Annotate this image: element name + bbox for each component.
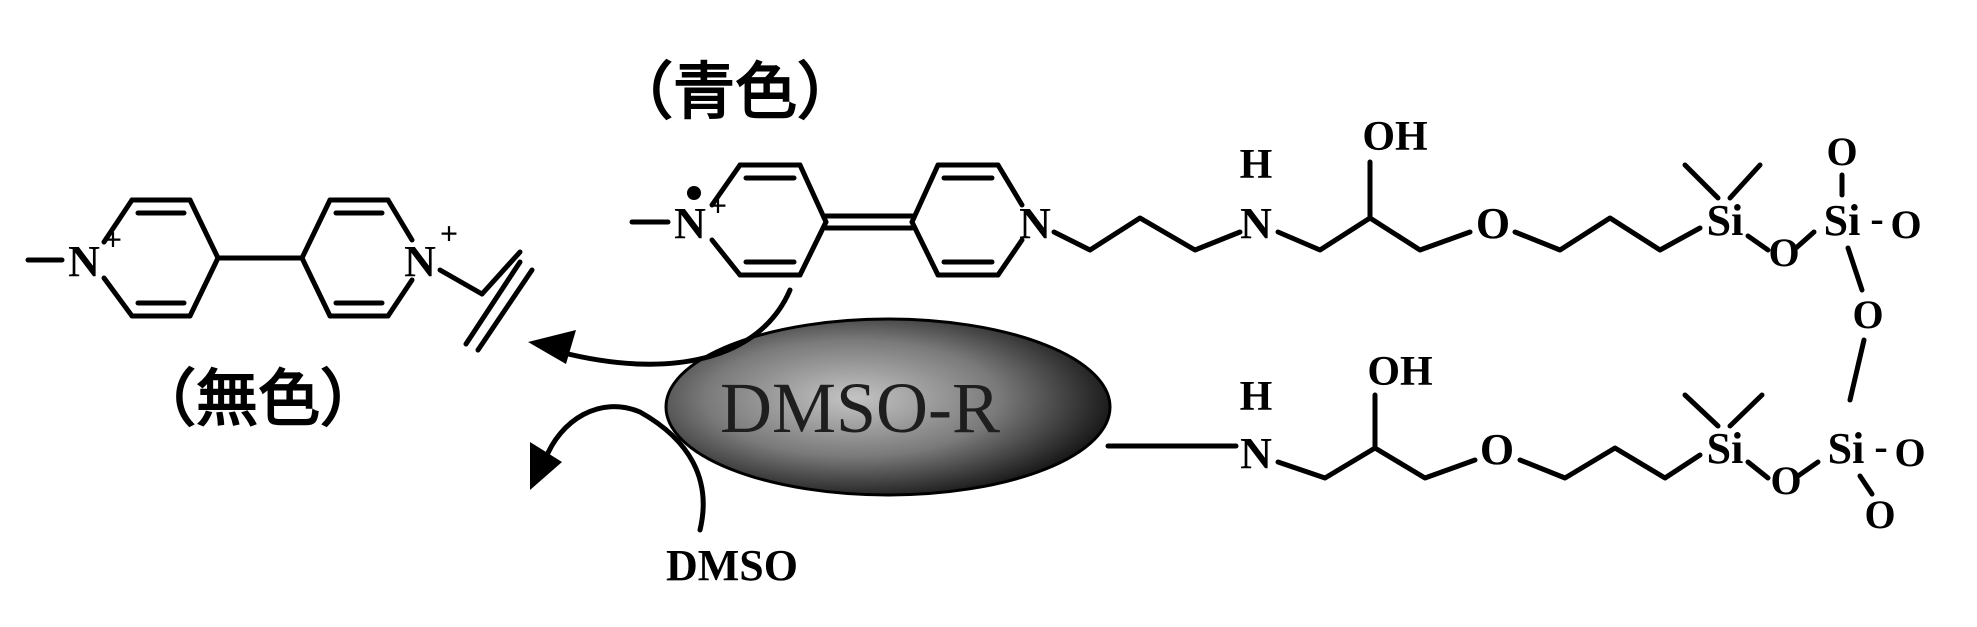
radical-dot	[687, 186, 701, 200]
atom-n-lower: N	[1240, 429, 1272, 478]
caption-colored: （青色）	[611, 55, 859, 128]
viologen-radical: N + N	[629, 162, 1051, 278]
atom-n-dication-right: N	[404, 237, 436, 286]
atom-oh-upper: OH	[1362, 114, 1427, 160]
arrowhead-lower	[530, 442, 562, 490]
atom-o-bridge-upper: O	[1768, 230, 1799, 275]
atom-plus-dication-left: +	[104, 221, 122, 257]
label-dmso: DMSO	[666, 541, 798, 590]
atom-o-ether-upper: O	[1476, 199, 1510, 248]
lower-linker: H N OH O Si O Si - O O	[1240, 349, 1926, 537]
upper-linker: H N OH O Si O Si - O O O	[1051, 114, 1922, 403]
reaction-arrows	[528, 287, 793, 533]
dash-lower: -	[1874, 424, 1887, 469]
atom-si-siloxane-upper: Si	[1824, 196, 1861, 245]
atom-n-radical: N	[674, 199, 706, 248]
atom-n-upper: N	[1240, 199, 1272, 248]
atom-o-ether-lower: O	[1480, 425, 1514, 474]
atom-oh-lower: OH	[1367, 349, 1432, 395]
atom-plus-dication-right: +	[440, 215, 458, 251]
dash-upper: -	[1870, 196, 1883, 241]
atom-n-ring: N	[1019, 199, 1051, 248]
atom-o-bottom-lower: O	[1864, 492, 1895, 537]
arrowhead-upper	[528, 330, 576, 364]
atom-h-upper: H	[1240, 142, 1273, 188]
atom-o-right-upper: O	[1890, 202, 1921, 247]
atom-si-upper: Si	[1707, 196, 1744, 245]
atom-plus-radical: +	[709, 187, 727, 223]
atom-o-bridge-lower: O	[1770, 458, 1801, 503]
dmso-r-particle	[664, 317, 1112, 497]
atom-h-lower: H	[1240, 374, 1273, 420]
atom-si-siloxane-lower: Si	[1828, 424, 1865, 473]
caption-colorless: （無色）	[134, 362, 382, 435]
atom-o-chain-mid: O	[1852, 292, 1883, 337]
atom-o-right-lower: O	[1894, 430, 1925, 475]
atom-si-lower: Si	[1707, 424, 1744, 473]
label-dmso-r: DMSO-R	[720, 368, 1000, 448]
viologen-dication: N + N +	[25, 197, 535, 353]
atom-n-dication-left: N	[68, 237, 100, 286]
atom-o-top-upper: O	[1826, 129, 1857, 174]
